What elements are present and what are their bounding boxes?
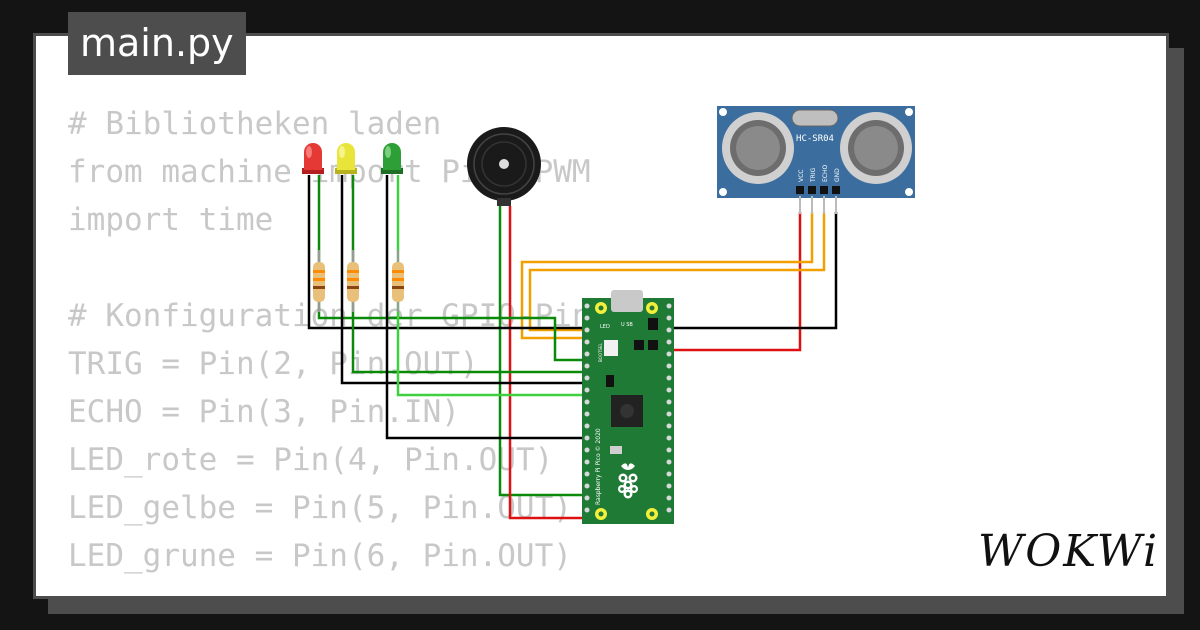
wire-buzzer-black[interactable] (498, 206, 590, 497)
resistor-1[interactable] (313, 250, 325, 312)
resistor-2[interactable] (347, 250, 359, 312)
code-line: import time (68, 202, 274, 238)
code-line: # Bibliotheken laden (68, 106, 442, 142)
bootsel-button[interactable] (604, 340, 618, 356)
ultrasonic-sensor[interactable]: HC-SR04 VCC TRIG ECHO GND (717, 106, 915, 214)
pico-led-label: LED (600, 324, 610, 330)
wire-led-yellow[interactable] (351, 175, 590, 374)
wokwi-logo-text: WOKWi (978, 526, 1160, 577)
wire-led-red[interactable] (317, 175, 590, 362)
wokwi-logo: WOKWi (978, 526, 1159, 577)
pico-silkscreen: Raspberry Pi Pico © 2020 (595, 428, 602, 505)
led-red[interactable] (302, 143, 324, 174)
file-tab[interactable]: main.py (68, 12, 246, 75)
code-line: LED_grune = Pin(6, Pin.OUT) (68, 538, 572, 574)
wire-sensor-trig[interactable] (520, 212, 814, 340)
wire-sensor-echo[interactable] (528, 212, 826, 332)
code-line: LED_rote = Pin(4, Pin.OUT) (68, 442, 554, 478)
led-yellow[interactable] (335, 143, 357, 174)
wire-led-green-gnd[interactable] (385, 175, 590, 440)
pico-usb-label: U SB (621, 322, 633, 328)
resistor-3[interactable] (392, 250, 404, 312)
code-line: # Konfiguration der GPIO-Pins (68, 298, 610, 334)
pico-bootsel-label: BOOTSEL (598, 343, 603, 362)
wire-led-green[interactable] (396, 175, 590, 397)
led-green[interactable] (381, 143, 403, 174)
wire-led-red-gnd[interactable] (307, 175, 590, 330)
pico-board[interactable]: LED U SB BOOTSEL Raspberry Pi Pico © 202… (582, 290, 674, 524)
wires (307, 175, 838, 520)
wire-sensor-vcc[interactable] (665, 212, 802, 352)
sensor-pin-trig-label: TRIG (810, 167, 817, 183)
sensor-pin-echo-label: ECHO (822, 165, 829, 182)
sensor-pin-gnd-label: GND (834, 168, 841, 182)
code-line: LED_gelbe = Pin(5, Pin.OUT) (68, 490, 572, 526)
code-line: ECHO = Pin(3, Pin.IN) (68, 394, 460, 430)
file-tab-label: main.py (80, 21, 234, 65)
wire-led-yellow-gnd[interactable] (340, 175, 590, 385)
sensor-model-label: HC-SR04 (796, 134, 834, 144)
sensor-pin-vcc-label: VCC (798, 170, 805, 182)
wire-buzzer-red[interactable] (508, 206, 590, 520)
usb-port (611, 290, 643, 312)
wire-sensor-gnd[interactable] (665, 212, 838, 330)
buzzer[interactable] (467, 127, 541, 206)
code-line: TRIG = Pin(2, Pin.OUT) (68, 346, 479, 382)
